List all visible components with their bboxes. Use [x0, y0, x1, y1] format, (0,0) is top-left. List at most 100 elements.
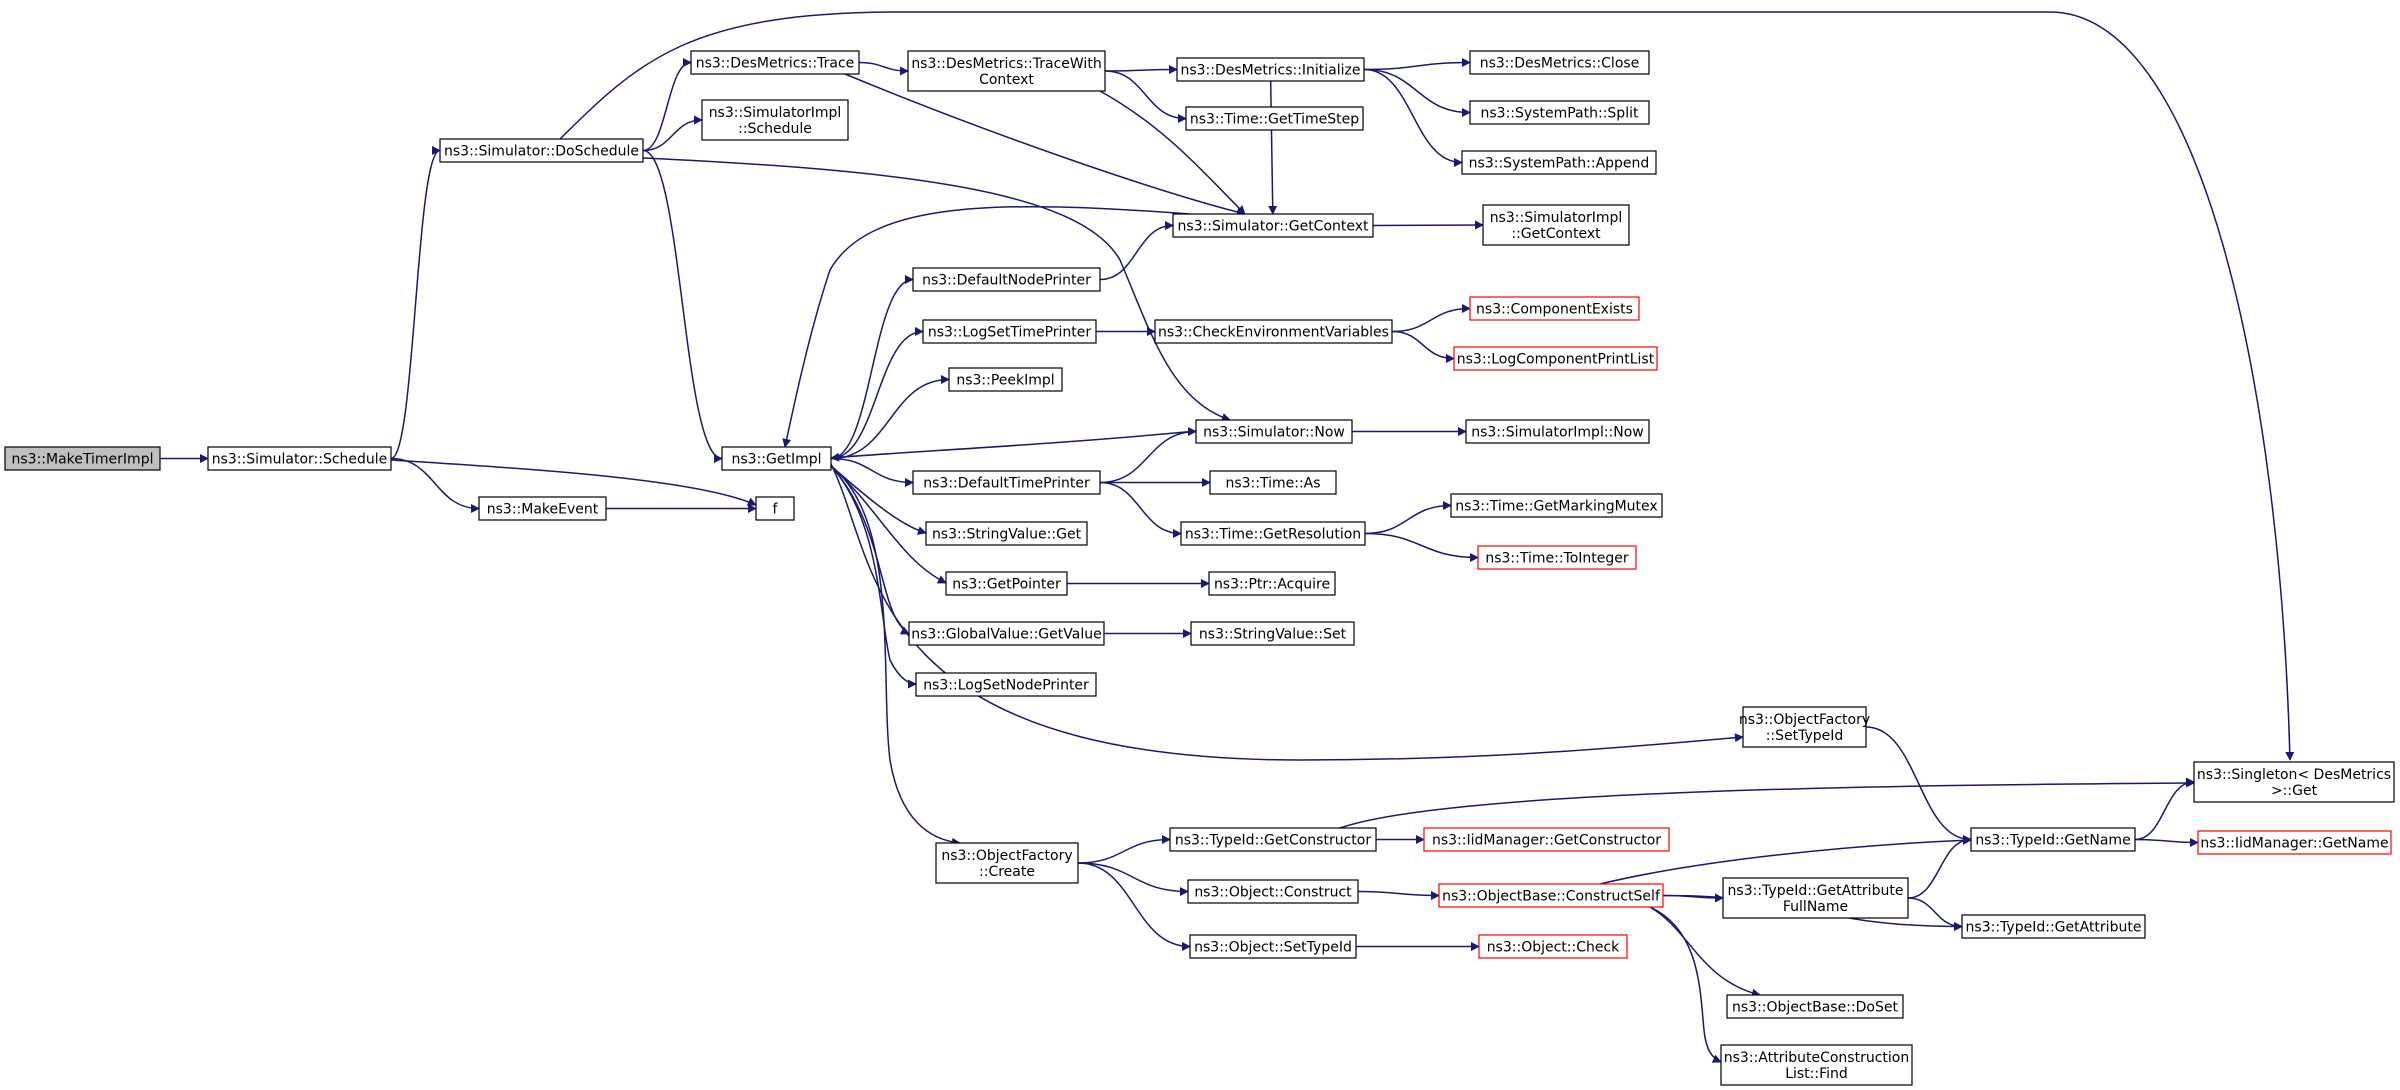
- node-label: ns3::SystemPath::Append: [1469, 156, 1650, 172]
- node-defaultnodeprinter[interactable]: ns3::DefaultNodePrinter: [912, 267, 1101, 292]
- node-label: ns3::ObjectBase::DoSet: [1732, 1000, 1898, 1016]
- node-getimpl[interactable]: ns3::GetImpl: [721, 446, 832, 471]
- edge-simulator_now-to-getimpl: [830, 430, 1197, 462]
- node-box: [1172, 213, 1374, 238]
- node-label: ns3::StringValue::Set: [1199, 627, 1347, 643]
- node-iidmanager_getconstructor[interactable]: ns3::IidManager::GetConstructor: [1423, 827, 1670, 852]
- node-box: [1195, 419, 1353, 444]
- edge-desmetrics_tracewithcontext-to-desmetrics_initialize: [1104, 65, 1178, 75]
- node-typeid_getconstructor[interactable]: ns3::TypeId::GetConstructor: [1169, 827, 1377, 852]
- edge-desmetrics_initialize-to-systempath_split: [1363, 68, 1471, 117]
- edge-simulator_doschedule-to-desmetrics_trace: [642, 58, 692, 152]
- edge-desmetrics_trace-to-desmetrics_tracewithcontext: [858, 61, 909, 76]
- node-label: ns3::LogSetNodePrinter: [923, 678, 1089, 694]
- node-componentexists[interactable]: ns3::ComponentExists: [1469, 296, 1640, 321]
- node-time_getresolution[interactable]: ns3::Time::GetResolution: [1180, 521, 1366, 546]
- node-object_construct[interactable]: ns3::Object::Construct: [1187, 879, 1359, 904]
- node-logsetnodeprinter[interactable]: ns3::LogSetNodePrinter: [915, 672, 1097, 697]
- edge-defaultnodeprinter-to-simulator_getcontext: [1099, 221, 1174, 281]
- node-objectbase_constructself[interactable]: ns3::ObjectBase::ConstructSelf: [1438, 883, 1664, 908]
- node-typeid_getattribute[interactable]: ns3::TypeId::GetAttribute: [1961, 914, 2146, 939]
- node-label: List::Find: [1785, 1066, 1848, 1082]
- node-f[interactable]: f: [755, 496, 795, 521]
- edge-simulator_doschedule-to-simulatorimpl_schedule: [642, 115, 703, 152]
- node-box: [1169, 827, 1377, 852]
- edge-objectbase_constructself-to-typeid_getname: [1599, 835, 1972, 885]
- node-label: ns3::DefaultTimePrinter: [923, 476, 1090, 492]
- node-singleton_desmetrics_get[interactable]: ns3::Singleton< DesMetrics>::Get: [2193, 761, 2395, 803]
- node-simulator_getcontext[interactable]: ns3::Simulator::GetContext: [1172, 213, 1374, 238]
- node-systempath_split[interactable]: ns3::SystemPath::Split: [1469, 100, 1650, 125]
- edge-time_getresolution-to-time_getmarkingmutex: [1364, 501, 1452, 535]
- node-label: ns3::TypeId::GetAttribute: [1728, 883, 1904, 899]
- node-label: ns3::GetImpl: [731, 452, 821, 468]
- node-desmetrics_initialize[interactable]: ns3::DesMetrics::Initialize: [1176, 57, 1365, 82]
- node-label: ns3::LogComponentPrintList: [1457, 352, 1655, 368]
- node-ptr_acquire[interactable]: ns3::Ptr::Acquire: [1208, 571, 1336, 596]
- node-simulator_now[interactable]: ns3::Simulator::Now: [1195, 419, 1353, 444]
- node-defaulttimeprinter[interactable]: ns3::DefaultTimePrinter: [912, 470, 1101, 495]
- node-label: ns3::SystemPath::Split: [1481, 106, 1639, 122]
- edge-typeid_getname-to-singleton_desmetrics_get: [2134, 777, 2195, 841]
- node-iidmanager_getname[interactable]: ns3::IidManager::GetName: [2197, 830, 2392, 855]
- node-typeid_getname[interactable]: ns3::TypeId::GetName: [1970, 827, 2136, 852]
- node-checkenvironmentvariables[interactable]: ns3::CheckEnvironmentVariables: [1154, 319, 1393, 344]
- node-box: [1185, 106, 1364, 131]
- node-label: ns3::Object::Check: [1487, 940, 1620, 956]
- node-stringvalue_set[interactable]: ns3::StringValue::Set: [1190, 621, 1355, 646]
- node-logsettimeprinter[interactable]: ns3::LogSetTimePrinter: [922, 319, 1097, 344]
- edge-simulator_schedule-to-f: [390, 459, 757, 506]
- node-objectfactory_create[interactable]: ns3::ObjectFactory::Create: [935, 842, 1079, 884]
- node-getpointer[interactable]: ns3::GetPointer: [945, 571, 1068, 596]
- edge-simulator_getcontext-to-simulatorimpl_getcontext: [1372, 220, 1484, 230]
- node-label: ::SetTypeId: [1766, 728, 1844, 744]
- edge-typeid_getconstructor-to-singleton_desmetrics_get: [1339, 778, 2195, 829]
- node-stringvalue_get[interactable]: ns3::StringValue::Get: [925, 521, 1088, 546]
- node-logcomponentprintlist[interactable]: ns3::LogComponentPrintList: [1453, 346, 1658, 371]
- node-label: ns3::SimulatorImpl: [1490, 210, 1623, 226]
- node-objectbase_doset[interactable]: ns3::ObjectBase::DoSet: [1726, 994, 1904, 1019]
- node-globalvalue_getvalue[interactable]: ns3::GlobalValue::GetValue: [908, 621, 1105, 646]
- node-make_timer_impl[interactable]: ns3::MakeTimerImpl: [4, 446, 161, 471]
- node-object_settypeid[interactable]: ns3::Object::SetTypeId: [1189, 934, 1357, 959]
- node-box: [1453, 346, 1658, 371]
- node-objectfactory_settypeid[interactable]: ns3::ObjectFactory::SetTypeId: [1739, 706, 1870, 748]
- node-box: [1154, 319, 1393, 344]
- edge-objectbase_constructself-to-attributeconstructionlist_find: [1649, 906, 1722, 1063]
- node-simulatorimpl_schedule[interactable]: ns3::SimulatorImpl::Schedule: [701, 99, 849, 141]
- node-simulatorimpl_getcontext[interactable]: ns3::SimulatorImpl::GetContext: [1482, 204, 1630, 246]
- node-label: ns3::ObjectFactory: [941, 848, 1072, 864]
- node-time_getmarkingmutex[interactable]: ns3::Time::GetMarkingMutex: [1450, 493, 1663, 518]
- node-label: ns3::PeekImpl: [956, 373, 1054, 389]
- node-label: f: [773, 502, 779, 518]
- node-label: ns3::DesMetrics::Close: [1480, 56, 1640, 72]
- node-peekimpl[interactable]: ns3::PeekImpl: [948, 367, 1063, 392]
- node-systempath_append[interactable]: ns3::SystemPath::Append: [1461, 150, 1657, 175]
- node-make_event[interactable]: ns3::MakeEvent: [478, 496, 607, 521]
- edge-typeid_getattributefullname-to-typeid_getname: [1907, 835, 1972, 899]
- node-simulator_doschedule[interactable]: ns3::Simulator::DoSchedule: [439, 138, 644, 163]
- node-label: ::Schedule: [738, 121, 812, 137]
- node-time_tointeger[interactable]: ns3::Time::ToInteger: [1477, 545, 1637, 570]
- edge-desmetrics_trace-to-simulator_getcontext: [844, 73, 1246, 217]
- node-time_as[interactable]: ns3::Time::As: [1209, 470, 1337, 495]
- node-time_gettimestep[interactable]: ns3::Time::GetTimeStep: [1185, 106, 1364, 131]
- node-desmetrics_trace[interactable]: ns3::DesMetrics::Trace: [690, 50, 860, 75]
- edge-objectbase_constructself-to-objectbase_doset: [1649, 906, 1761, 998]
- edges-layer: [160, 11, 2295, 1063]
- edge-objectfactory_create-to-typeid_getconstructor: [1077, 835, 1171, 864]
- node-label: ns3::MakeTimerImpl: [12, 452, 154, 468]
- node-box: [1469, 100, 1650, 125]
- node-label: ns3::TypeId::GetAttribute: [1966, 920, 2142, 936]
- node-simulator_schedule[interactable]: ns3::Simulator::Schedule: [207, 446, 392, 471]
- node-desmetrics_close[interactable]: ns3::DesMetrics::Close: [1469, 50, 1650, 75]
- node-label: ns3::CheckEnvironmentVariables: [1158, 325, 1389, 341]
- node-object_check[interactable]: ns3::Object::Check: [1478, 934, 1628, 959]
- node-simulatorimpl_now[interactable]: ns3::SimulatorImpl::Now: [1465, 419, 1650, 444]
- edge-object_construct-to-objectbase_constructself: [1357, 890, 1440, 900]
- node-box: [1469, 296, 1640, 321]
- node-box: [1180, 521, 1366, 546]
